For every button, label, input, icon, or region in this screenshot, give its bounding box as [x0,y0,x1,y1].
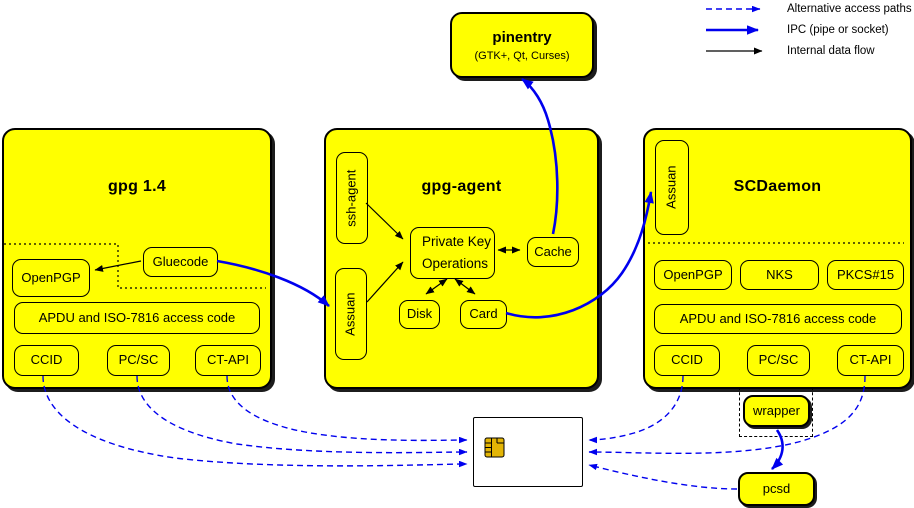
scdaemon-box: SCDaemon Assuan OpenPGP NKS PKCS#15 APDU… [643,128,912,389]
gpg-agent-ssh-agent-node: ssh-agent [336,152,368,244]
gpg14-ctapi-node: CT-API [195,345,261,376]
gpg-agent-box: gpg-agent ssh-agent Assuan Private Key O… [324,128,599,389]
scdaemon-apdu-node: APDU and ISO-7816 access code [654,304,902,334]
scdaemon-openpgp-node: OpenPGP [654,260,732,290]
pinentry-box: pinentry (GTK+, Qt, Curses) [450,12,594,78]
scdaemon-pcsc-node: PC/SC [747,345,810,376]
gpg-agent-assuan-node: Assuan [335,268,367,360]
gpg-agent-private-key-operations-node: Private Key Operations [410,227,495,279]
alt-gpg14-ccid-to-card [42,375,468,468]
gpg14-ccid-node: CCID [14,345,79,376]
pcsd-node: pcsd [738,472,815,506]
scdaemon-assuan-node: Assuan [655,140,689,235]
alt-pcsd-to-card [588,463,738,490]
gpg14-title: gpg 1.4 [107,178,167,195]
gpg-agent-card-node: Card [460,300,507,329]
scdaemon-title: SCDaemon [733,178,822,195]
legend-internal-label: Internal data flow [787,45,875,57]
scdaemon-nks-node: NKS [740,260,819,290]
gpg14-apdu-node: APDU and ISO-7816 access code [14,302,260,334]
legend-alt-access-label: Alternative access paths [787,3,912,15]
pinentry-subtitle: (GTK+, Qt, Curses) [474,49,570,62]
gpg-agent-cache-node: Cache [527,237,579,267]
gpg14-pcsc-node: PC/SC [107,345,170,376]
gpg-agent-disk-node: Disk [399,300,440,329]
scdaemon-pkcs15-node: PKCS#15 [827,260,904,290]
wrapper-node: wrapper [743,395,810,427]
gpg-agent-title: gpg-agent [421,178,502,195]
smartcard [473,417,583,487]
gpg14-box: gpg 1.4 OpenPGP Gluecode APDU and ISO-78… [2,128,272,389]
pinentry-title: pinentry [492,28,552,46]
gpg14-gluecode-node: Gluecode [143,247,218,277]
legend-ipc-label: IPC (pipe or socket) [787,24,889,36]
scdaemon-ccid-node: CCID [654,345,720,376]
gpg14-openpgp-node: OpenPGP [12,259,90,297]
scdaemon-ctapi-node: CT-API [837,345,904,376]
